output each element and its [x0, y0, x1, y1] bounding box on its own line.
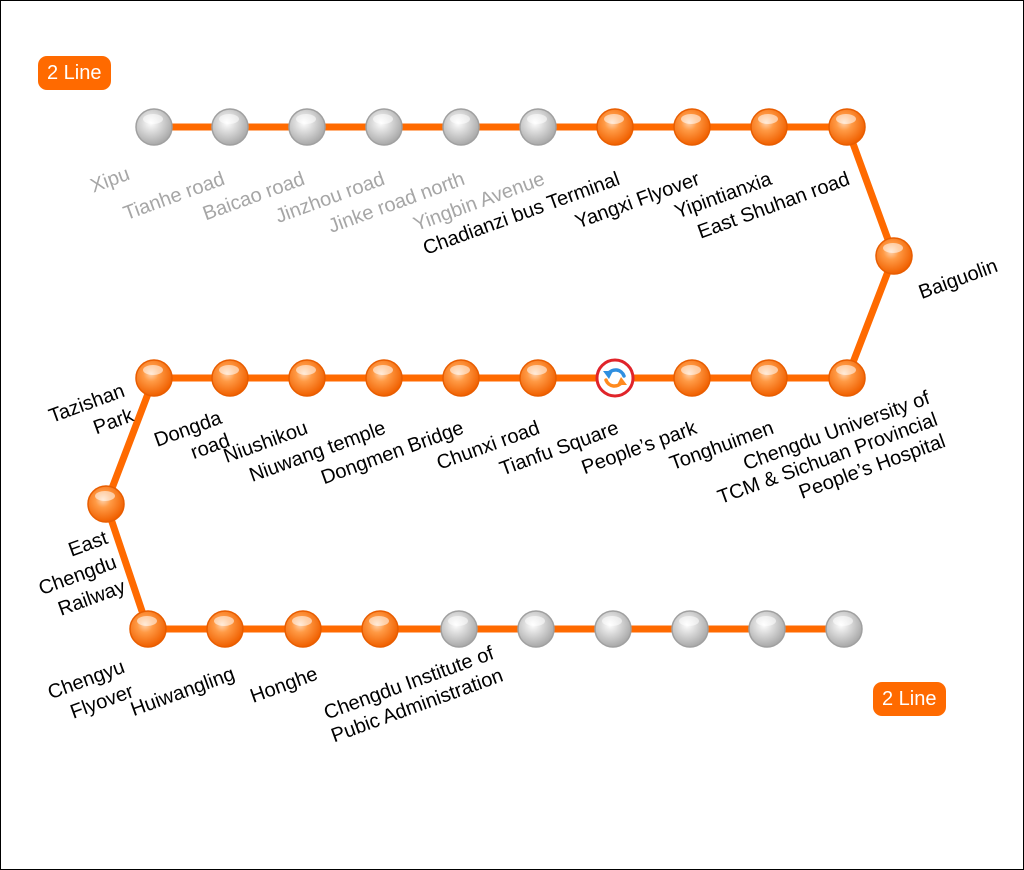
station-label-line: Huiwangling — [128, 663, 238, 721]
station-highlight — [373, 114, 393, 124]
station-highlight — [833, 616, 853, 626]
station-unnamed-2 — [517, 610, 555, 648]
station-highlight — [143, 365, 163, 375]
station-highlight — [681, 114, 701, 124]
station-label-dongda: Dongdaroad — [151, 407, 233, 474]
station-label-chengdu-university-tcm: Chengdu University ofTCM & Sichuan Provi… — [707, 387, 949, 531]
station-highlight — [679, 616, 699, 626]
station-highlight — [143, 114, 163, 124]
line-badge-top: 2 Line — [38, 56, 111, 90]
station-highlight — [219, 365, 239, 375]
station-highlight — [527, 365, 547, 375]
station-highlight — [883, 243, 903, 253]
station-highlight — [373, 365, 393, 375]
station-dongda — [211, 359, 249, 397]
station-dongmen-bridge — [442, 359, 480, 397]
line-badge-bottom: 2 Line — [873, 682, 946, 716]
station-tianhe — [211, 108, 249, 146]
station-unnamed-3 — [594, 610, 632, 648]
station-highlight — [836, 365, 856, 375]
station-label-honghe: Honghe — [247, 663, 320, 708]
station-highlight — [95, 491, 115, 501]
station-yipintianxia — [750, 108, 788, 146]
station-highlight — [756, 616, 776, 626]
interchange-marker — [595, 358, 635, 398]
station-label-huiwangling: Huiwangling — [128, 663, 238, 721]
station-highlight — [369, 616, 389, 626]
station-tazishan — [135, 359, 173, 397]
station-unnamed-6 — [825, 610, 863, 648]
station-baicao — [288, 108, 326, 146]
station-jinzhou — [365, 108, 403, 146]
station-yangxi — [673, 108, 711, 146]
station-east-chengdu-railway — [87, 485, 125, 523]
station-highlight — [525, 616, 545, 626]
station-highlight — [137, 616, 157, 626]
station-unnamed-1 — [440, 610, 478, 648]
station-chengdu-institute — [361, 610, 399, 648]
station-honghe — [284, 610, 322, 648]
station-highlight — [604, 114, 624, 124]
station-highlight — [527, 114, 547, 124]
station-xipu — [135, 108, 173, 146]
station-highlight — [681, 365, 701, 375]
station-baiguolin — [875, 237, 913, 275]
station-highlight — [214, 616, 234, 626]
station-huiwangling — [206, 610, 244, 648]
station-label-line: Xipu — [88, 163, 133, 197]
station-tonghuimen — [750, 359, 788, 397]
station-label-xipu: Xipu — [88, 163, 133, 197]
interchange-arrows-icon — [603, 368, 627, 388]
station-label-line: Baiguolin — [916, 255, 1001, 304]
station-chadianzi — [596, 108, 634, 146]
station-highlight — [448, 616, 468, 626]
station-chunxi — [519, 359, 557, 397]
station-highlight — [758, 114, 778, 124]
station-label-baiguolin: Baiguolin — [916, 255, 1001, 304]
station-niuwang-temple — [365, 359, 403, 397]
station-peoples-park — [673, 359, 711, 397]
station-highlight — [219, 114, 239, 124]
station-niushikou — [288, 359, 326, 397]
station-unnamed-5 — [748, 610, 786, 648]
station-highlight — [450, 114, 470, 124]
station-highlight — [296, 365, 316, 375]
station-chengdu-university-tcm — [828, 359, 866, 397]
station-unnamed-4 — [671, 610, 709, 648]
station-highlight — [602, 616, 622, 626]
station-label-east-chengdu-railway: EastChengduRailway — [27, 527, 129, 624]
station-label-chengyu-flyover: ChengyuFlyover — [45, 656, 137, 729]
station-highlight — [296, 114, 316, 124]
station-label-line: Honghe — [247, 663, 320, 708]
station-east-shuhan — [828, 108, 866, 146]
station-highlight — [292, 616, 312, 626]
station-jinke — [442, 108, 480, 146]
station-label-tazishan: TazishanPark — [46, 380, 138, 452]
stations — [87, 108, 913, 648]
station-tianfu-square — [595, 358, 635, 398]
station-chengyu-flyover — [129, 610, 167, 648]
station-highlight — [758, 365, 778, 375]
station-highlight — [450, 365, 470, 375]
station-label-chengdu-institute: Chengdu Institute ofPubic Administration — [320, 642, 506, 747]
station-highlight — [836, 114, 856, 124]
station-yingbin — [519, 108, 557, 146]
